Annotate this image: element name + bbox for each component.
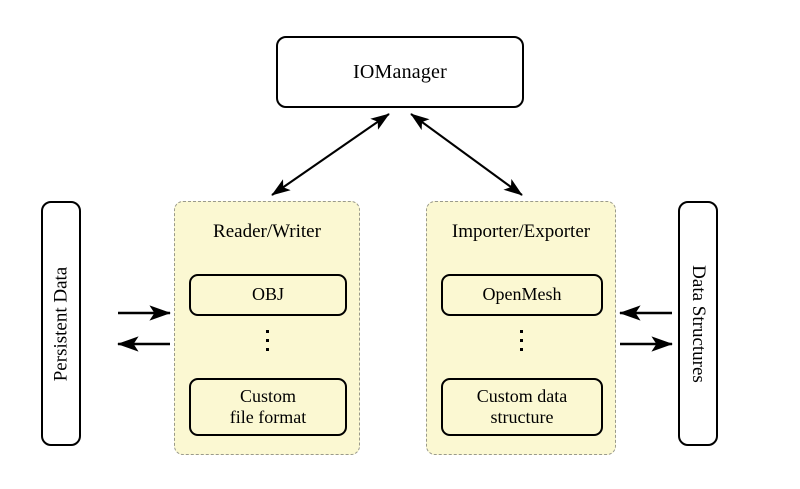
node-custom-file-format-line1: Custom [239, 385, 296, 406]
node-obj-label: OBJ [251, 284, 284, 305]
node-persistent-data[interactable]: Persistent Data [41, 201, 81, 446]
ellipsis-icon-reader-writer [175, 330, 359, 351]
node-iomanager[interactable]: IOManager [276, 36, 524, 108]
node-obj[interactable]: OBJ [189, 274, 347, 316]
node-custom-data-structure-line2: structure [490, 407, 554, 427]
node-data-structures-label: Data Structures [688, 264, 709, 383]
group-reader-writer[interactable]: Reader/Writer OBJ Custom file format [174, 201, 360, 455]
node-persistent-data-label: Persistent Data [50, 266, 72, 381]
node-openmesh-label: OpenMesh [482, 284, 562, 305]
node-custom-file-format[interactable]: Custom file format [189, 378, 347, 436]
node-custom-data-structure-line1: Custom data [476, 385, 568, 406]
group-importer-exporter[interactable]: Importer/Exporter OpenMesh Custom data s… [426, 201, 616, 455]
connector-iomanager-importerexporter [410, 113, 523, 196]
group-reader-writer-title: Reader/Writer [213, 221, 321, 242]
node-custom-data-structure[interactable]: Custom data structure [441, 378, 603, 436]
node-custom-data-structure-label: Custom data structure [477, 386, 568, 428]
node-custom-file-format-label: Custom file format [230, 386, 306, 428]
node-data-structures[interactable]: Data Structures [678, 201, 718, 446]
node-custom-file-format-line2: file format [229, 407, 307, 427]
node-openmesh[interactable]: OpenMesh [441, 274, 603, 316]
connector-iomanager-readerwriter [271, 113, 390, 196]
group-importer-exporter-title: Importer/Exporter [451, 221, 591, 242]
ellipsis-icon-importer-exporter [427, 330, 615, 351]
node-iomanager-label: IOManager [353, 60, 447, 83]
